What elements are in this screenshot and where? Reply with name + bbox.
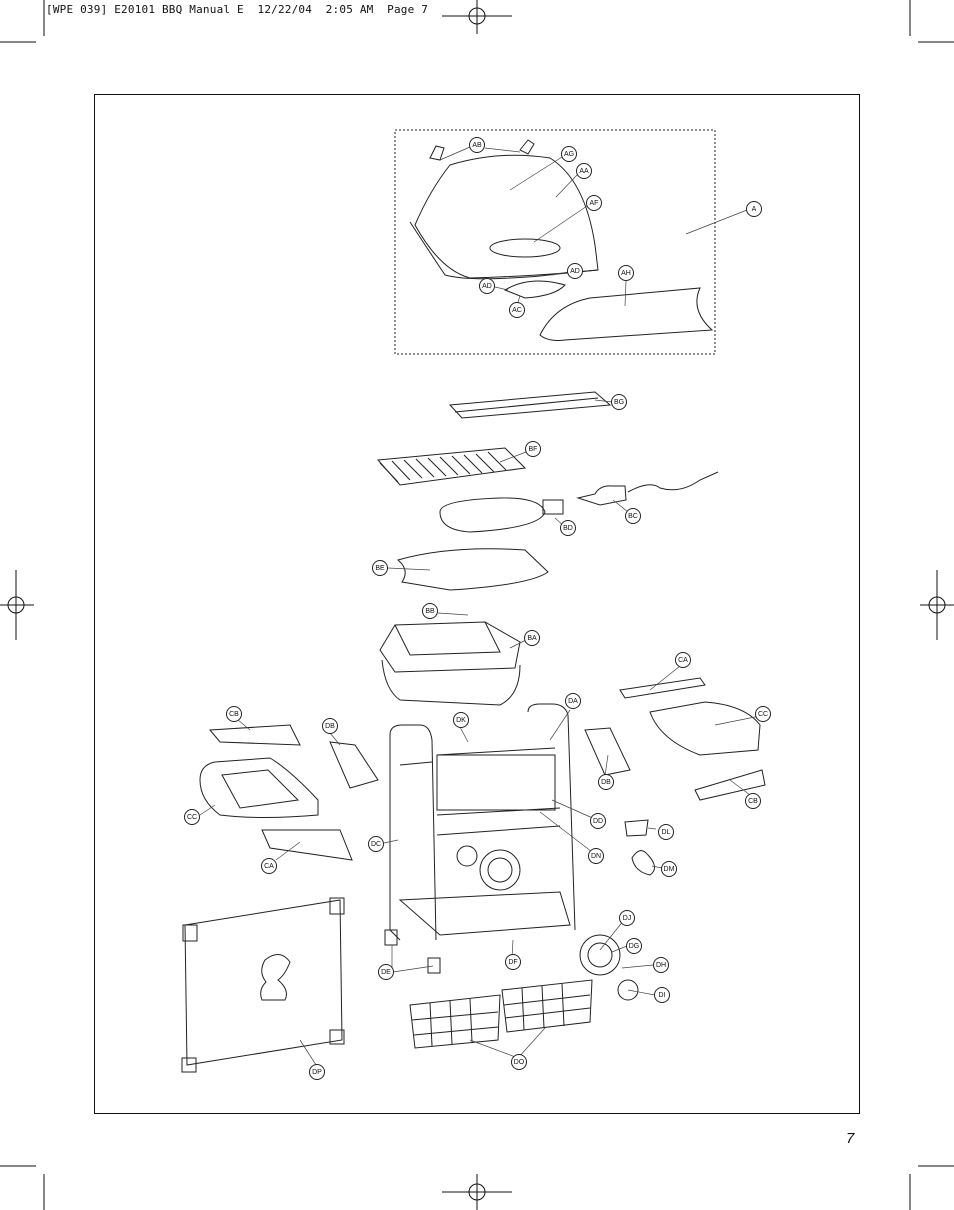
callout-BB: BB [422, 603, 438, 619]
callout-DB: DB [598, 774, 614, 790]
callout-DB: DB [322, 718, 338, 734]
callout-DA: DA [565, 693, 581, 709]
callout-BG: BG [611, 394, 627, 410]
lid-assembly-box [394, 129, 716, 355]
page-number: 7 [846, 1130, 855, 1147]
callout-DP: DP [309, 1064, 325, 1080]
callout-AD: AD [479, 278, 495, 294]
callout-AB: AB [469, 137, 485, 153]
callout-DM: DM [661, 861, 677, 877]
callout-DG: DG [626, 938, 642, 954]
callout-CC: CC [755, 706, 771, 722]
cart-frame [384, 703, 639, 1001]
callout-A: A [746, 201, 762, 217]
callout-DK: DK [453, 712, 469, 728]
callout-DH: DH [653, 957, 669, 973]
callout-AH: AH [618, 265, 634, 281]
callout-CA: CA [261, 858, 277, 874]
callout-DJ: DJ [619, 910, 635, 926]
leader-lines [199, 146, 761, 1069]
callout-DN: DN [588, 848, 604, 864]
callout-DL: DL [658, 824, 674, 840]
callout-AA: AA [576, 163, 592, 179]
callout-BD: BD [560, 520, 576, 536]
callout-CB: CB [226, 706, 242, 722]
callout-DC: DC [368, 836, 384, 852]
callout-AD: AD [567, 263, 583, 279]
side-shelves [199, 677, 766, 861]
callout-AC: AC [509, 302, 525, 318]
diagram-frame [94, 94, 860, 1114]
callout-BC: BC [625, 508, 641, 524]
callout-BA: BA [524, 630, 540, 646]
storage-baskets [409, 979, 593, 1049]
firebox [379, 621, 521, 706]
callout-CB: CB [745, 793, 761, 809]
front-panel [181, 897, 345, 1073]
callout-DE: DE [378, 964, 394, 980]
part-dl [624, 819, 649, 837]
callout-AG: AG [561, 146, 577, 162]
callout-BE: BE [372, 560, 388, 576]
callout-DD: DD [590, 813, 606, 829]
callout-DI: DI [654, 987, 670, 1003]
print-header: [WPE 039] E20101 BBQ Manual E 12/22/04 2… [46, 3, 429, 16]
callout-AF: AF [586, 195, 602, 211]
callout-CA: CA [675, 652, 691, 668]
callout-DF: DF [505, 954, 521, 970]
callout-DO: DO [511, 1054, 527, 1070]
grates-and-burner [376, 391, 719, 591]
callout-CC: CC [184, 809, 200, 825]
callout-BF: BF [525, 441, 541, 457]
